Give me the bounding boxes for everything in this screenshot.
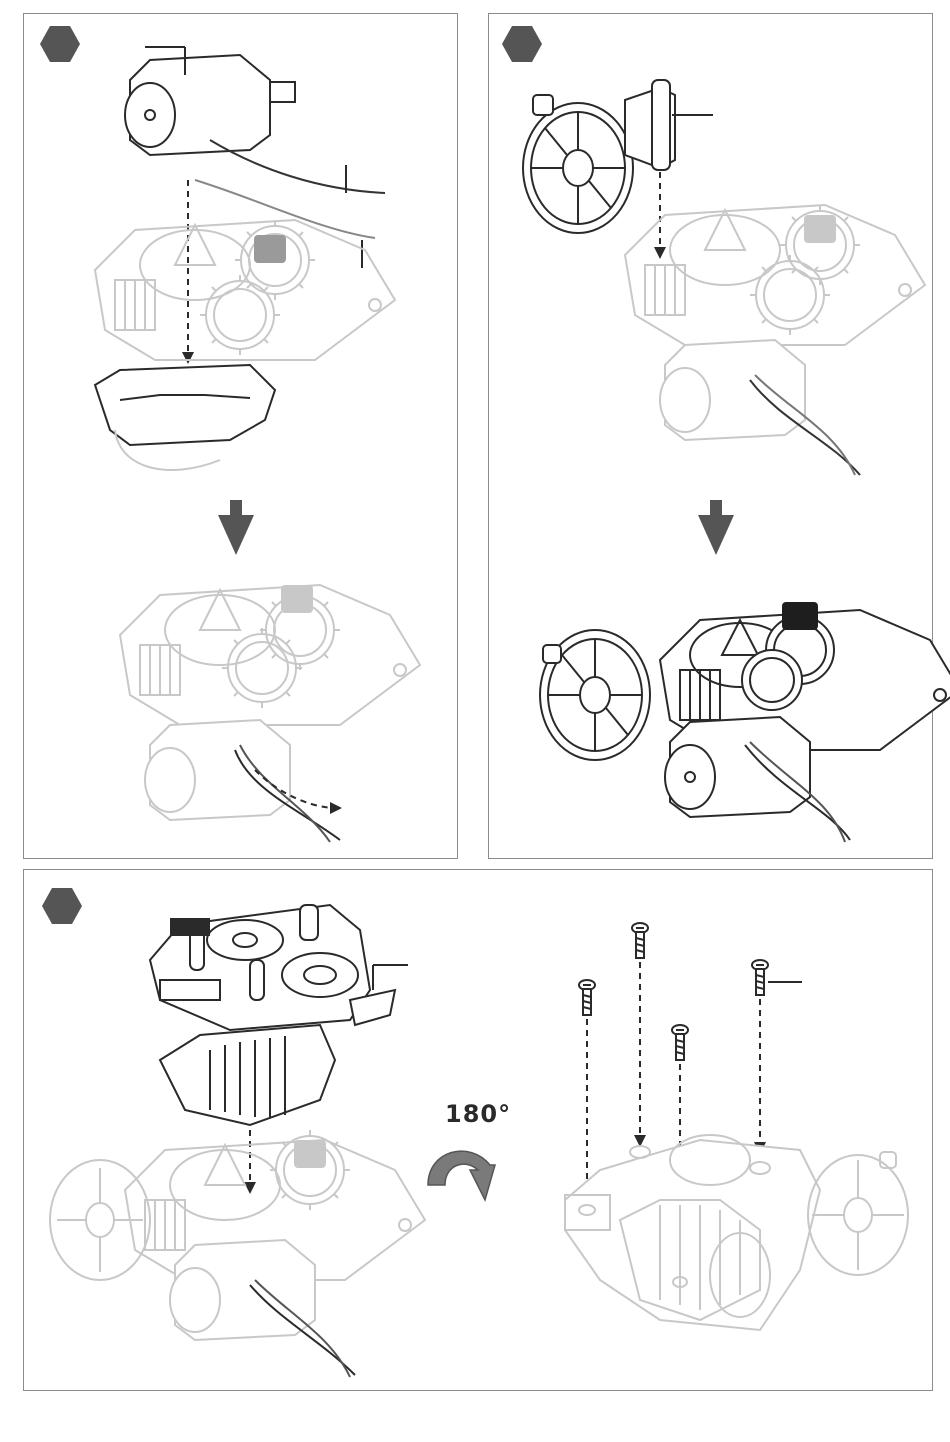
motor-housing bbox=[95, 365, 275, 445]
wheel-part bbox=[523, 103, 633, 233]
rotate-arrow-icon bbox=[428, 1151, 495, 1200]
rotation-label: 180° bbox=[445, 1100, 511, 1128]
screw-part-2 bbox=[579, 980, 595, 1015]
step-1-result-arrow-icon bbox=[218, 515, 254, 555]
step-2-result-arrow-icon bbox=[698, 515, 734, 555]
screw-part-4 bbox=[672, 1025, 688, 1060]
step-2-badge-icon bbox=[502, 26, 542, 62]
screw-part-1 bbox=[632, 923, 648, 958]
step-3-badge-icon bbox=[42, 888, 82, 924]
step-1-badge-icon bbox=[40, 26, 80, 62]
dark-pinion-gear bbox=[782, 602, 818, 630]
screw-part-3 bbox=[752, 960, 768, 995]
motor-cover-part bbox=[160, 1025, 335, 1125]
